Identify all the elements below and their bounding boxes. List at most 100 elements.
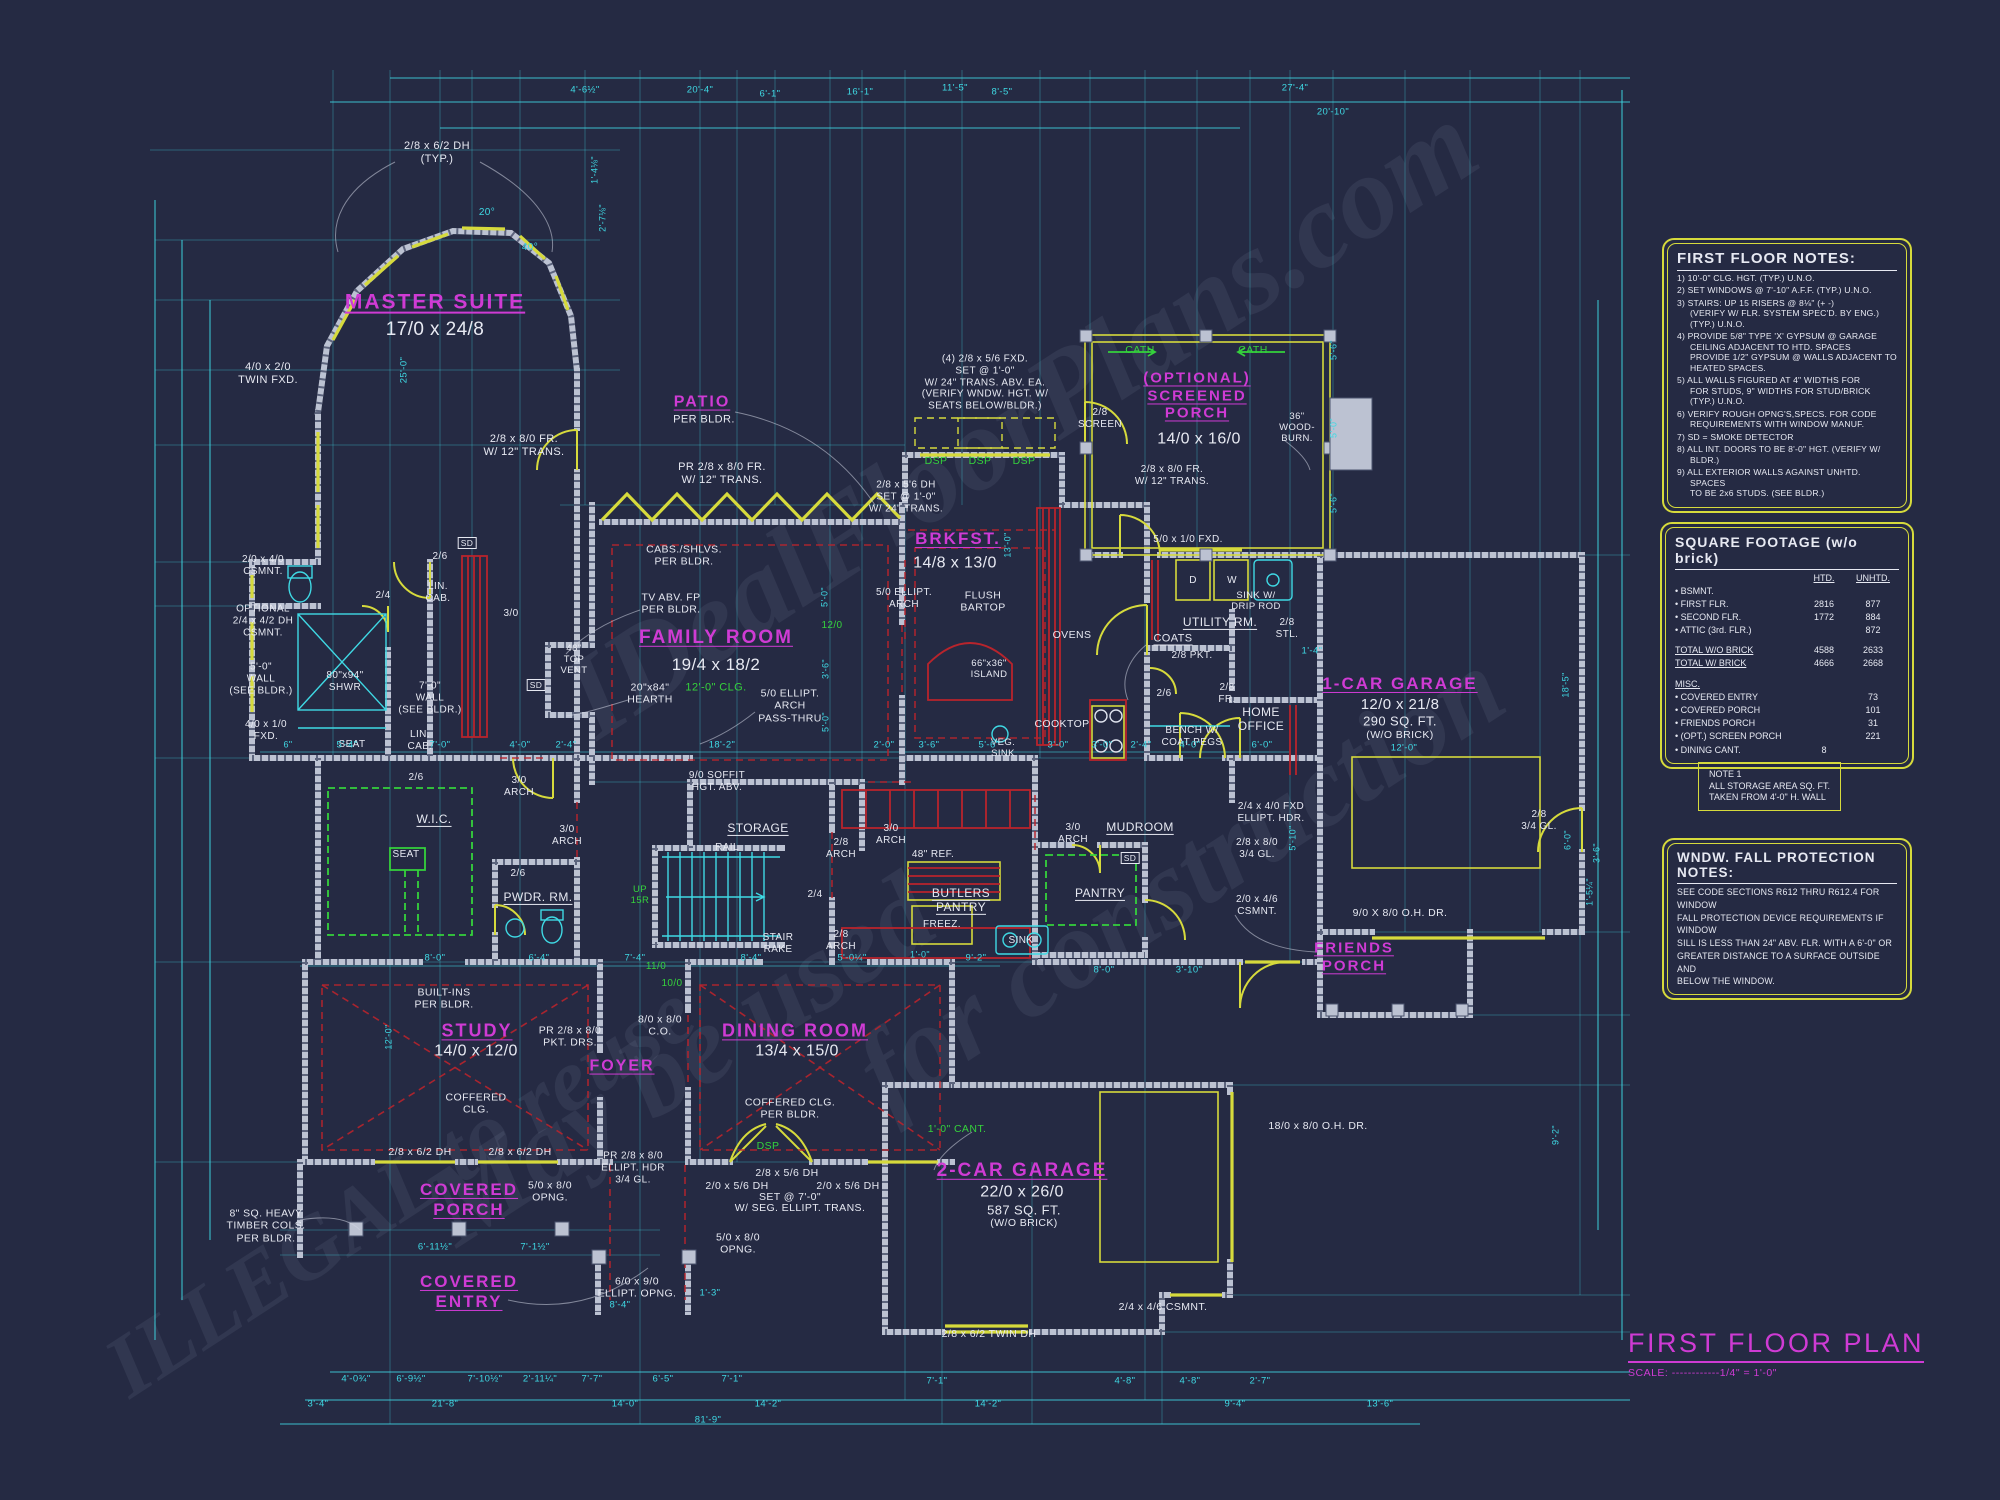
plan-annotation: 1'-5¼" — [1584, 878, 1595, 906]
plan-annotation: 12'-0" CLG. — [685, 681, 747, 694]
plan-annotation: DSP — [1012, 454, 1036, 467]
plan-annotation: 14/0 x 12/0 — [434, 1042, 518, 1060]
plan-annotation: W — [1227, 575, 1237, 587]
plan-annotation: 5'-4" — [336, 739, 358, 751]
plan-annotation: 3'-4" — [307, 1398, 329, 1410]
plan-annotation: COOKTOP — [1034, 717, 1090, 730]
plan-annotation: OPTIONAL 2/4 x 4/2 DH CSMNT. — [232, 603, 294, 638]
plan-annotation: 3'-6" — [918, 739, 940, 751]
plan-annotation: COFFERED CLG. — [445, 1091, 507, 1116]
floor-note: 4) PROVIDE 5/8" TYPE 'X' GYPSUM @ GARAGE… — [1677, 331, 1897, 373]
plan-annotation: 4'-0" — [509, 739, 531, 751]
doors — [361, 401, 1583, 1163]
plan-annotation: 6'-5" — [652, 1373, 674, 1385]
plan-annotation: 3'-10" — [1175, 964, 1203, 976]
plan-annotation: 10/0 — [661, 978, 683, 990]
plan-annotation: 2/0 x 5/6 DH — [705, 1179, 769, 1192]
plan-annotation: 12'-0" — [1390, 742, 1418, 754]
plan-annotation: 18'-2" — [708, 739, 736, 751]
plan-annotation: 2'-7" — [1249, 1375, 1271, 1387]
plan-annotation: 3/0 ARCH — [552, 824, 582, 847]
plan-annotation: 2/8 x 5/6 DH — [755, 1166, 819, 1179]
square-footage-heading: SQUARE FOOTAGE (w/o brick) — [1675, 534, 1899, 570]
plan-annotation: 9'-2" — [965, 952, 987, 964]
plan-annotation: 20'-4" — [686, 84, 714, 96]
sqft-row: • BSMNT. — [1675, 586, 1714, 597]
plan-annotation: 290 SQ. FT. — [1363, 713, 1437, 729]
porch-posts — [348, 329, 1469, 1265]
plan-annotation: FLUSH BARTOP — [960, 589, 1006, 614]
plan-annotation: 2/6 — [1156, 688, 1172, 700]
col-unhtd: UNHTD. — [1856, 573, 1890, 583]
plan-annotation: 2/8 ARCH — [826, 929, 856, 952]
plan-annotation: 12'-0" — [383, 1024, 394, 1050]
plan-annotation: 2/8 x 6/2 DH — [388, 1145, 452, 1158]
plan-annotation: 8'-5" — [991, 86, 1013, 98]
window-seat-dashed — [914, 417, 1056, 449]
plan-annotation: LIN. CAB. — [407, 729, 433, 752]
misc-heading: MISC. — [1675, 679, 1701, 690]
plan-annotation: 48" REF. — [911, 849, 955, 861]
room-label-covered-porch: COVERED PORCH — [419, 1179, 519, 1219]
plan-annotation: 5/0 x 8/0 OPNG. — [716, 1231, 760, 1256]
plan-annotation: SD — [1120, 851, 1140, 865]
plan-annotation: 2'-4" — [1130, 739, 1152, 751]
plan-annotation: 7'-10½" — [467, 1373, 503, 1385]
room-label-dining: DINING ROOM — [722, 1020, 868, 1041]
plan-annotation: DSP — [756, 1139, 780, 1152]
leader-lines — [299, 161, 1317, 1306]
plan-annotation: 2/8 x 8/0 3/4 GL. — [1236, 837, 1278, 860]
plan-annotation: W/ SEG. ELLIPT. TRANS. — [734, 1201, 866, 1214]
plan-annotation: SD — [457, 536, 477, 550]
ceiling-and-arch-dashes — [321, 529, 1055, 1300]
closet-shelving — [327, 787, 1137, 936]
plan-annotation: 2/8 x 6/2 DH — [488, 1145, 552, 1158]
plan-annotation: 3'-6" — [1591, 843, 1602, 863]
plan-annotation: 20"x84" HEARTH — [627, 681, 673, 706]
plan-annotation: SD — [526, 678, 546, 692]
plan-annotation: 4'-0¾" — [341, 1373, 371, 1385]
room-label-friends-porch: FRIENDS PORCH — [1314, 939, 1394, 974]
room-label-patio: PATIO — [673, 393, 731, 411]
plan-annotation: PR 2/8 x 8/0 ELLIPT. HDR 3/4 GL. — [601, 1150, 665, 1185]
window-fall-body: SEE CODE SECTIONS R612 THRU R612.4 FOR W… — [1677, 887, 1893, 987]
window-fall-heading: WNDW. FALL PROTECTION NOTES: — [1677, 850, 1897, 884]
plan-annotation: 14/8 x 13/0 — [913, 554, 997, 572]
windows — [250, 226, 1545, 1334]
title-block: FIRST FLOOR PLAN SCALE: ------------1/4"… — [1628, 1328, 1925, 1379]
plan-annotation: 8'-4" — [609, 1299, 631, 1311]
plan-annotation: 20° — [478, 207, 496, 219]
plan-annotation: 80"x94" SHWR — [326, 670, 364, 693]
plan-annotation: 6'-11½" — [417, 1241, 453, 1253]
plan-annotation: 2/6 — [510, 868, 526, 880]
plan-annotation: UP 15R — [630, 883, 650, 906]
plan-annotation: COATS — [1153, 632, 1193, 645]
first-floor-notes-panel: FIRST FLOOR NOTES: 1) 10'-0" CLG. HGT. (… — [1662, 238, 1912, 513]
room-label-pwdr: PWDR. RM. — [503, 889, 573, 904]
plan-annotation: 5'-0" WALL (SEE BLDR.) — [229, 661, 293, 696]
plan-annotation: 2/4 — [375, 590, 391, 602]
plan-annotation: 13'-0" — [1002, 532, 1013, 558]
plan-annotation: 48" TOP VENT — [560, 643, 588, 677]
plan-annotation: 66"x36" ISLAND — [970, 657, 1008, 680]
plan-annotation: 4'-8" — [1114, 1375, 1136, 1387]
plan-annotation: 2/6 — [408, 772, 424, 784]
plan-annotation: BENCH W/ COAT PEGS — [1161, 725, 1223, 748]
plan-annotation: 14'-0" — [611, 1398, 639, 1410]
plan-annotation: LIN. CAB. — [425, 581, 451, 604]
plan-annotation: STAIR RAKE — [762, 932, 794, 955]
plan-annotation: 3/0 ARCH — [876, 823, 906, 846]
plan-annotation: 5/0 ELLIPT. ARCH — [875, 587, 933, 610]
plan-annotation: 20'-10" — [1316, 106, 1350, 118]
plan-annotation: 7'-1" — [721, 1373, 743, 1385]
plan-annotation: PER BLDR. — [673, 413, 735, 426]
plan-annotation: 5'-6" — [1328, 340, 1339, 360]
plan-annotation: 2/8 STL. — [1275, 617, 1299, 640]
plan-annotation: DSP — [924, 454, 948, 467]
first-floor-notes-heading: FIRST FLOOR NOTES: — [1677, 250, 1897, 271]
plan-annotation: 14/0 x 16/0 — [1157, 430, 1241, 448]
cath-arrows-and-seat — [389, 347, 1285, 871]
plan-annotation: 4/0 x 1/0 FXD. — [245, 719, 287, 742]
